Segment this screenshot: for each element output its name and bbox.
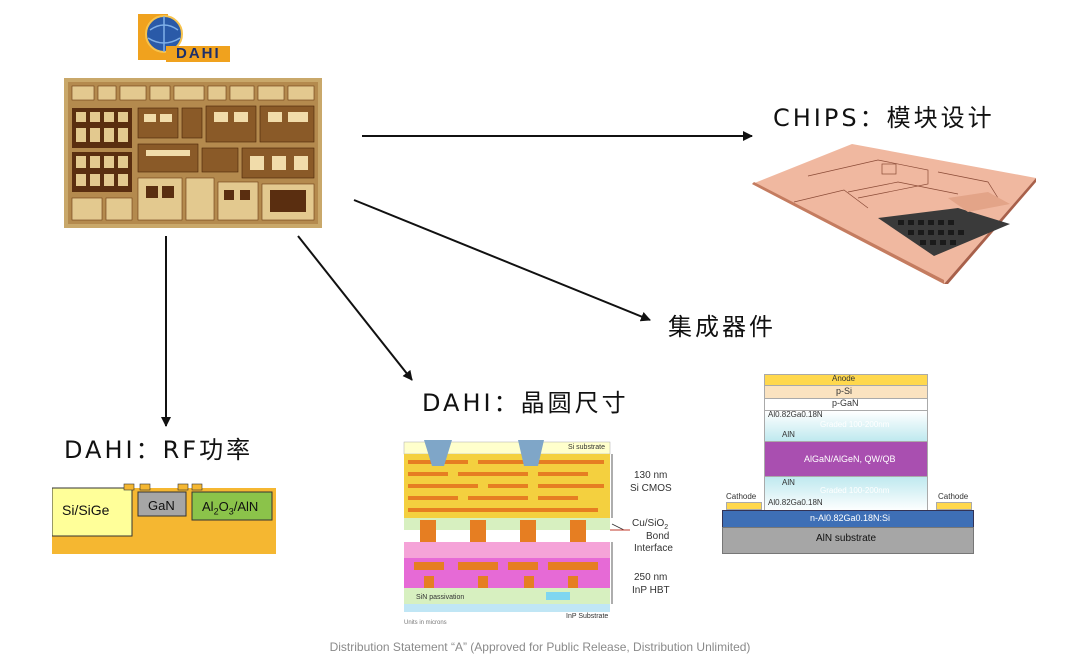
pgan-label: p-GaN	[832, 398, 859, 408]
algan-top-label: Al0.82Ga0.18N	[768, 410, 823, 419]
arrow-to-wafer	[297, 235, 413, 381]
graded-top-label: Graded 100-200nm	[820, 420, 890, 429]
globe-logo-icon	[138, 14, 230, 62]
gan-label: GaN	[148, 498, 175, 513]
logo-text: DAHI	[176, 45, 221, 62]
substrate-label: AlN substrate	[816, 533, 877, 544]
psi-label: p-Si	[836, 386, 853, 396]
bond-line3: Interface	[634, 543, 673, 554]
distribution-statement: Distribution Statement “A” (Approved for…	[329, 640, 751, 654]
cmos-line1: 130 nm	[634, 470, 668, 481]
graded-bot-layer	[764, 476, 928, 512]
cmos-line2: Si CMOS	[630, 483, 672, 494]
sisige-label: Si/SiGe	[62, 502, 110, 518]
inp-substrate-label: InP Substrate	[566, 613, 609, 620]
wafer-label: DAHI：晶圆尺寸	[422, 389, 629, 417]
chip-die-image	[64, 78, 322, 228]
bond-sub: 2	[664, 524, 669, 531]
bond-text: Cu/SiO	[632, 518, 665, 529]
rf-stack-diagram: Si/SiGe GaN Al2O3/AlN	[52, 482, 276, 554]
integrated-label: 集成器件	[668, 313, 776, 341]
hbt-line1: 250 nm	[634, 572, 668, 583]
wafer-cross-section: Si substrate 130 nm Si CMOS Cu/SiO2 Bond…	[398, 436, 688, 632]
graded-bot-label: Graded 100-200nm	[820, 486, 890, 495]
aln-top-label: AlN	[782, 430, 795, 439]
si-substrate-label: Si substrate	[568, 444, 605, 451]
cathode-left-label: Cathode	[726, 492, 757, 501]
al2o3-pre: Al	[202, 499, 214, 514]
al2o3-sub2: 3	[228, 506, 234, 517]
dahi-logo: DAHI	[136, 8, 232, 68]
al2o3-sub1: 2	[213, 506, 219, 517]
cathode-right-pad	[936, 502, 972, 510]
n-layer-label: n-Al0.82Ga0.18N:Si	[810, 513, 891, 523]
arrow-to-integrated	[353, 199, 651, 322]
cathode-right-label: Cathode	[938, 492, 969, 501]
rf-label: DAHI：RF功率	[64, 436, 254, 464]
chips-module-image	[748, 138, 1040, 286]
bond-line2: Bond	[646, 531, 670, 542]
qw-label: AlGaN/AlGeN, QW/QB	[804, 454, 896, 464]
al2o3-mid: O	[218, 499, 229, 514]
cathode-left-pad	[726, 502, 762, 510]
algan-bot-label: Al0.82Ga0.18N	[768, 498, 823, 507]
chips-label: CHIPS：模块设计	[773, 104, 995, 132]
units-note: Units in microns	[404, 620, 447, 626]
al2o3-aln-label: Al2O3/AlN	[202, 499, 258, 517]
passivation-label: SiN passivation	[416, 594, 465, 601]
anode-label: Anode	[832, 374, 856, 383]
aln-bot-label: AlN	[782, 478, 795, 487]
al2o3-post: /AlN	[233, 499, 259, 514]
bond-line1: Cu/SiO2	[632, 518, 668, 531]
device-stack-diagram: Anode p-Si p-GaN Al0.82Ga0.18N AlN Grade…	[722, 374, 974, 554]
hbt-line2: InP HBT	[632, 585, 670, 596]
substrate-layer	[722, 527, 974, 554]
